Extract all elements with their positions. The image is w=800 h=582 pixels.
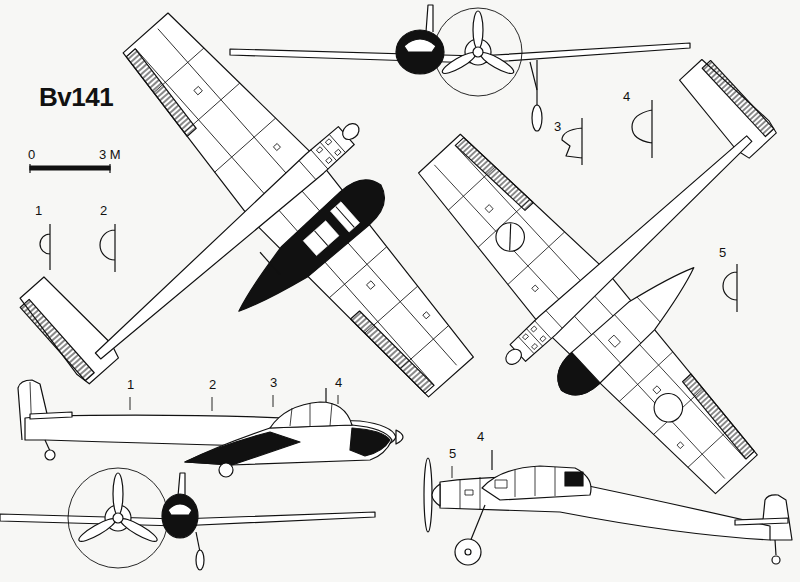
- propeller-disc: [68, 468, 168, 568]
- leader-line: [130, 395, 338, 411]
- gear-door: [497, 224, 524, 251]
- section-profile: [40, 224, 50, 270]
- gondola-dark: [565, 472, 583, 486]
- wheel: [196, 550, 204, 570]
- fin: [178, 473, 185, 496]
- canopy: [168, 504, 192, 515]
- spinner: [396, 430, 403, 444]
- gondola-nose: [547, 352, 600, 405]
- front-view-top: [230, 5, 690, 131]
- callout-number: 4: [334, 376, 343, 389]
- canopy: [404, 39, 436, 52]
- tailwheel-strut: [775, 540, 776, 555]
- gear-bay: [648, 388, 688, 428]
- hub: [113, 513, 123, 523]
- antenna-mast: [325, 388, 326, 402]
- callout-number: 4: [476, 430, 485, 443]
- plan-view-top: [0, 0, 524, 562]
- tailwheel-strut: [45, 440, 50, 451]
- cowling-lines: [460, 477, 480, 510]
- tailwheel: [45, 450, 55, 460]
- fin: [426, 5, 433, 32]
- tailplane: [735, 518, 788, 525]
- section-number: 4: [622, 90, 631, 103]
- side-view-left: [18, 380, 403, 477]
- antenna: [260, 252, 280, 274]
- gondola: [396, 30, 444, 74]
- scale-tick: [29, 164, 30, 173]
- section-profile: [632, 100, 652, 158]
- propeller-disc: [434, 8, 522, 96]
- propeller-blade: [118, 515, 159, 545]
- section-profile: [100, 224, 115, 272]
- side-view-right: [424, 450, 792, 565]
- propeller-blade: [473, 11, 483, 49]
- scale-bar: [30, 166, 110, 170]
- propeller-blade: [113, 473, 123, 515]
- gondola-panels: [593, 295, 662, 363]
- callout-number: 1: [126, 378, 135, 391]
- gondola: [224, 169, 395, 328]
- scale-bar: [30, 164, 110, 173]
- drawing-title: Bv141: [38, 84, 114, 110]
- scale-label: 3 M: [98, 148, 122, 161]
- leader-line: [452, 466, 453, 478]
- callout-number: 2: [208, 378, 217, 391]
- scale-label: 0: [27, 148, 36, 161]
- gondola: [482, 466, 591, 500]
- propeller-blade: [424, 458, 432, 532]
- gear-strut: [530, 62, 537, 90]
- glazing: [301, 202, 360, 259]
- scale-tick: [109, 164, 110, 173]
- propeller-blade: [478, 49, 516, 77]
- spinner: [432, 484, 440, 506]
- gondola-nose: [350, 428, 390, 456]
- main-wheel: [455, 539, 481, 565]
- gondola: [162, 494, 198, 538]
- main-wheel: [219, 463, 233, 477]
- gear-strut: [196, 532, 200, 552]
- section-number: 1: [34, 204, 43, 217]
- plan-airframe: [0, 0, 524, 562]
- plan-airframe: [372, 0, 800, 537]
- section-number: 2: [99, 204, 108, 217]
- front-view-bottom: [0, 468, 375, 570]
- gear-strut: [536, 60, 537, 106]
- antenna-mast: [491, 450, 492, 470]
- tailwheel: [772, 556, 780, 564]
- gondola: [547, 252, 708, 405]
- propeller-blade: [77, 515, 118, 545]
- gear-strut: [470, 505, 485, 542]
- canopy-frame: [290, 403, 332, 426]
- section-number: 5: [718, 246, 727, 259]
- callout-number: 5: [448, 447, 457, 460]
- gondola: [185, 425, 392, 465]
- section-number: 3: [553, 120, 562, 133]
- wheel: [532, 105, 542, 131]
- section-profile: [723, 264, 737, 312]
- section-profile: [562, 118, 582, 165]
- hub: [473, 47, 483, 57]
- gondola-glazing: [495, 467, 555, 497]
- glazing-frame: [312, 206, 355, 248]
- callout-number: 3: [269, 376, 278, 389]
- canopy: [270, 402, 352, 428]
- gondola-dark: [185, 432, 300, 465]
- gear-bay: [490, 217, 530, 257]
- wheel-hub: [465, 549, 471, 555]
- propeller-blade: [440, 49, 478, 77]
- plan-view-bottom: [372, 0, 800, 537]
- tailplane: [30, 412, 72, 419]
